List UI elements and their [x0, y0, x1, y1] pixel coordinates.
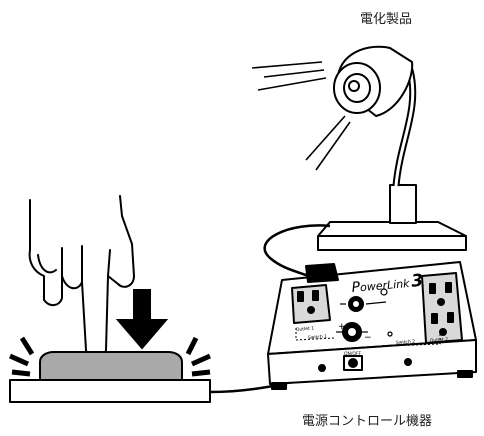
controller-caption: 電源コントロール機器	[302, 410, 432, 429]
timer-knob-1	[349, 297, 363, 311]
input-jack	[319, 365, 325, 371]
outlet-1	[292, 285, 330, 323]
minus-sign: −	[364, 333, 372, 343]
desk-lamp	[252, 47, 466, 280]
press-arrow	[118, 290, 166, 348]
outlet1-cover	[306, 264, 338, 282]
switch-base	[10, 380, 210, 402]
lamp-stand	[390, 185, 416, 223]
timer-knob-2	[343, 323, 361, 341]
plus-sign: +	[338, 322, 346, 332]
outlet-2	[422, 273, 462, 343]
brand-number: 3	[410, 271, 424, 292]
pressing-hand	[30, 196, 134, 358]
switch-button	[40, 352, 182, 380]
lamp-shade	[334, 47, 412, 116]
onoff-jack	[344, 356, 362, 370]
appliance-caption: 電化製品	[360, 8, 412, 27]
indicator-jack	[405, 359, 411, 365]
onoff-label: ON/OFF	[344, 351, 362, 357]
